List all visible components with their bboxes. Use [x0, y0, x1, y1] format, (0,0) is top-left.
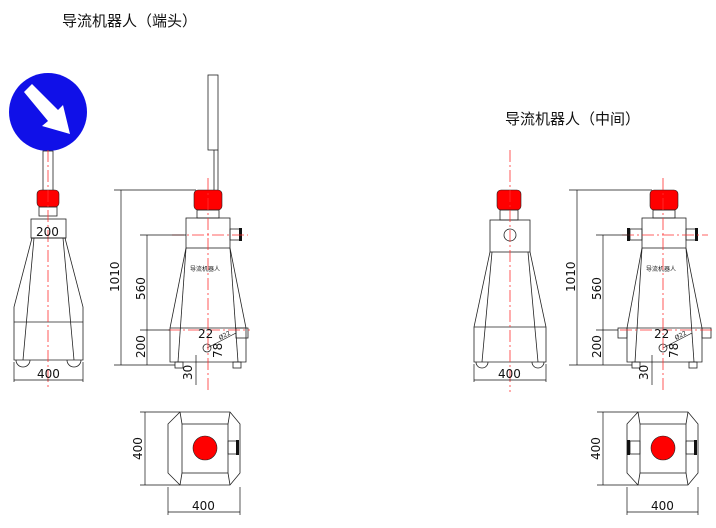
- warning-light: [649, 189, 679, 211]
- dim-base-width-middle: 400: [498, 367, 521, 381]
- dim-angle: 78: [211, 343, 225, 358]
- dim-base-width: 400: [37, 367, 60, 381]
- dim-top-depth-middle: 400: [589, 437, 603, 460]
- dim-base-height: 200: [134, 335, 148, 358]
- head-box: [641, 217, 687, 249]
- dim-foot: 30: [181, 365, 195, 380]
- dim-pipe-middle: 22: [654, 327, 669, 341]
- middle-front-view: 400: [473, 150, 547, 392]
- dim-dia-middle: Ø22: [674, 330, 688, 342]
- side-connector: [229, 228, 241, 241]
- dim-foot-middle: 30: [637, 365, 651, 380]
- cone-body: [626, 247, 703, 363]
- middle-top-view: 400 400: [589, 411, 699, 515]
- warning-light: [496, 189, 522, 211]
- light-top: [192, 435, 218, 461]
- arrow-icon: [24, 84, 70, 134]
- dim-pipe: 22: [198, 327, 213, 341]
- dim-top-width-middle: 400: [651, 499, 674, 513]
- sign-bracket: [207, 74, 219, 151]
- dim-total-height-middle: 1010: [564, 261, 578, 292]
- dim-upper-height: 560: [134, 277, 148, 300]
- dim-dia: Ø22: [218, 330, 232, 342]
- dim-base-height-middle: 200: [590, 335, 604, 358]
- body-label: 导流机器人: [646, 265, 676, 273]
- end-side-view: 导流机器人 Ø22 1010 560 200 22 78 30: [108, 74, 250, 392]
- cone-body: [13, 237, 84, 361]
- dim-upper-height-middle: 560: [590, 277, 604, 300]
- end-top-view: 400 400: [131, 411, 241, 515]
- middle-side-view: 导流机器人 Ø22 1010 560 200 22 78 30: [564, 178, 712, 392]
- dim-top-depth: 400: [131, 437, 145, 460]
- title-middle: 导流机器人（中间）: [505, 110, 640, 128]
- title-end: 导流机器人（端头）: [62, 12, 197, 30]
- body-label: 导流机器人: [190, 265, 220, 273]
- light-top: [650, 435, 676, 461]
- feet: [15, 359, 82, 368]
- dim-total-height: 1010: [108, 261, 122, 292]
- dim-top-width: 400: [192, 499, 215, 513]
- dim-head-width: 200: [36, 225, 59, 239]
- end-front-view: 200 400: [9, 73, 87, 390]
- dim-angle-middle: 78: [667, 343, 681, 358]
